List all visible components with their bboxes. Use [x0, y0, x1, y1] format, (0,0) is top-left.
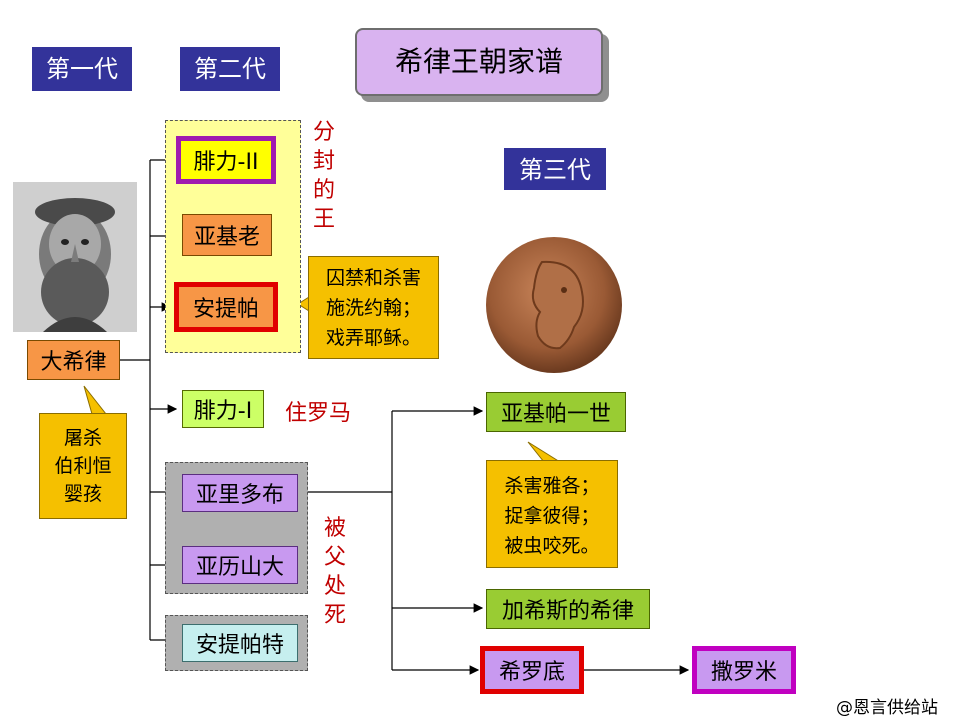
note-line: 杀害雅各； — [504, 475, 600, 497]
generation-1-label: 第一代 — [32, 47, 132, 91]
killed-by-father-label-text: 被父处死 — [323, 516, 346, 628]
node-agrippa-i: 亚基帕一世 — [486, 392, 626, 432]
killed-by-father-label: 被父处死 — [323, 514, 347, 630]
generation-2-label: 第二代 — [180, 47, 280, 91]
note-line: 囚禁和杀害 — [325, 267, 421, 289]
note-herod-the-great: 屠杀 伯利恒 婴孩 — [39, 413, 127, 519]
note-line: 捉拿彼得； — [504, 505, 600, 527]
watermark: @恩言供给站 — [836, 698, 938, 718]
note-line: 伯利恒 — [54, 455, 112, 477]
node-aristobulus: 亚里多布 — [182, 474, 298, 512]
bronze-coin-image — [482, 232, 626, 378]
node-philip-i: 腓力-I — [182, 390, 264, 428]
note-line: 戏弄耶稣。 — [325, 327, 421, 349]
tetrarchs-label-text: 分封的王 — [312, 120, 335, 232]
node-herodias: 希罗底 — [480, 646, 584, 694]
note-antipas: 囚禁和杀害 施洗约翰； 戏弄耶稣。 — [308, 256, 439, 359]
tetrarchs-label: 分封的王 — [312, 118, 336, 234]
node-antipas: 安提帕 — [174, 282, 278, 332]
generation-3-label: 第三代 — [504, 148, 606, 190]
node-herod-the-great: 大希律 — [27, 340, 120, 380]
node-salome: 撒罗米 — [692, 646, 796, 694]
note-line: 屠杀 — [63, 427, 102, 449]
rome-label: 住罗马 — [285, 401, 352, 426]
note-line: 被虫咬死。 — [504, 535, 600, 557]
node-herod-of-chalcis: 加希斯的希律 — [486, 589, 650, 629]
note-line: 婴孩 — [63, 483, 102, 505]
note-line: 施洗约翰； — [325, 297, 421, 319]
herod-portrait-image — [13, 182, 137, 332]
node-antipater: 安提帕特 — [182, 624, 298, 662]
node-philip-ii: 腓力-II — [176, 136, 276, 184]
chart-title: 希律王朝家谱 — [355, 28, 603, 96]
node-archelaus: 亚基老 — [182, 214, 272, 256]
note-agrippa-i: 杀害雅各； 捉拿彼得； 被虫咬死。 — [486, 460, 618, 568]
node-alexander: 亚历山大 — [182, 546, 298, 584]
